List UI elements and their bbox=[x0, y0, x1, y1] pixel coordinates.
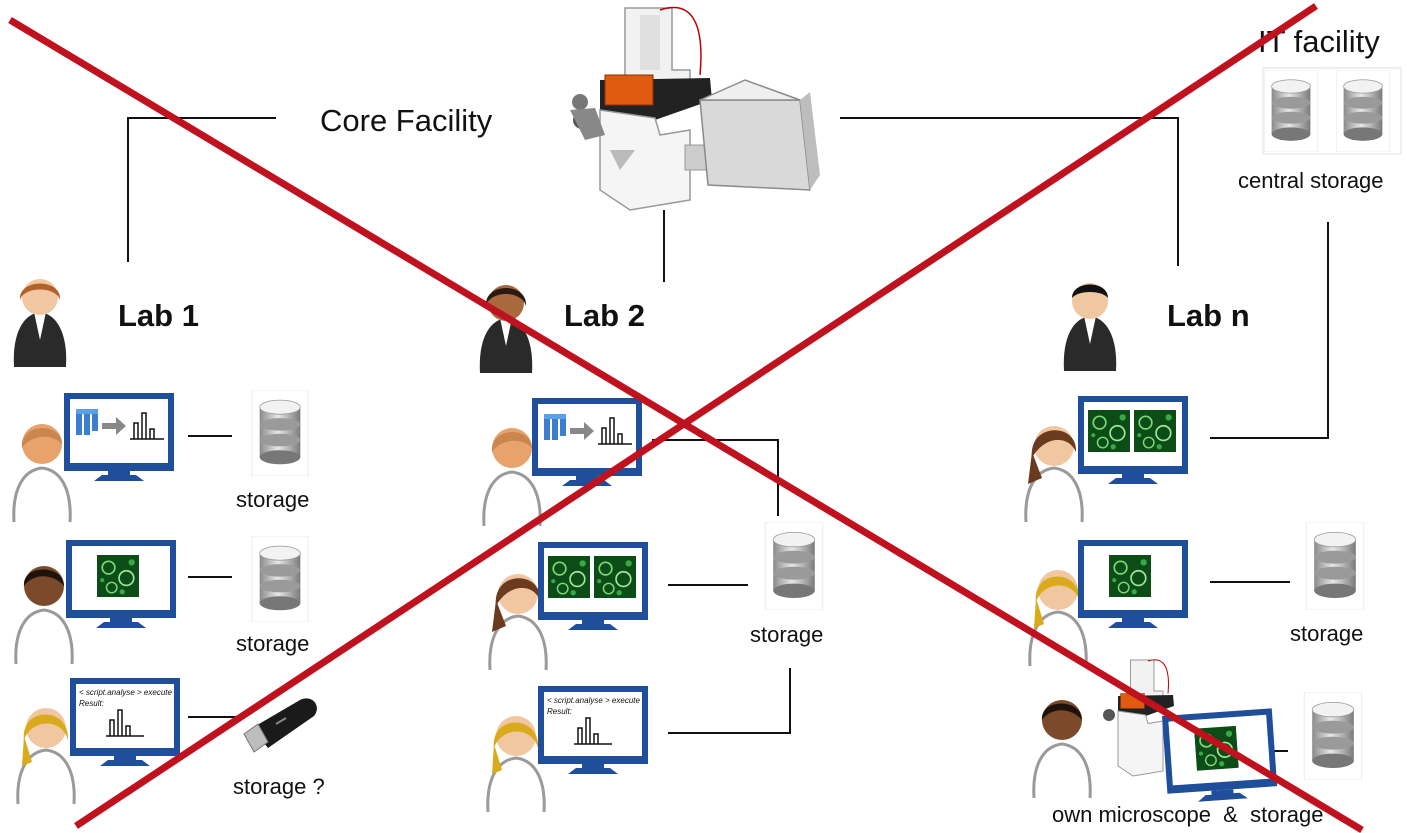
lab1-monitor2 bbox=[66, 540, 176, 628]
labn-storage-label: storage bbox=[1290, 621, 1363, 646]
lab2-storage-icon bbox=[764, 522, 824, 610]
lab1-user1-avatar bbox=[12, 424, 72, 523]
cell-image-icon bbox=[97, 554, 139, 598]
cell-image-icon bbox=[1109, 554, 1151, 598]
line-lab2-r3 bbox=[668, 668, 791, 734]
lab2-user1-avatar bbox=[482, 428, 542, 527]
line-core-lab1 bbox=[127, 117, 276, 262]
lab1-storage2-icon bbox=[251, 536, 309, 622]
labn-title: Lab n bbox=[1167, 298, 1250, 333]
lab2-monitor2 bbox=[538, 542, 648, 630]
lab1-user2-avatar bbox=[14, 566, 74, 665]
core-facility-label: Core Facility bbox=[320, 103, 493, 138]
lab2-title: Lab 2 bbox=[564, 298, 645, 333]
own-microscope-illustration bbox=[1103, 659, 1174, 777]
labn-storage-icon bbox=[1305, 522, 1365, 610]
line-central-storage-labn bbox=[1210, 222, 1329, 439]
lab1-storage3-label: storage ? bbox=[233, 774, 325, 799]
cross-line-2 bbox=[74, 3, 1318, 829]
bar-chart-icon bbox=[130, 412, 164, 440]
labn-monitor1 bbox=[1078, 396, 1188, 484]
script-line: < script.analyse > execute bbox=[547, 696, 640, 705]
lab1-storage1-icon bbox=[251, 390, 309, 476]
cell-image-icon bbox=[548, 555, 590, 599]
crossed-out-mark bbox=[8, 3, 1364, 833]
script-result: Result: bbox=[79, 699, 104, 708]
lab2-user3-avatar bbox=[486, 716, 546, 813]
lab2-monitor1 bbox=[532, 398, 642, 486]
lab1-title: Lab 1 bbox=[118, 298, 199, 333]
core-microscope-illustration bbox=[570, 6, 820, 211]
line-core-labn bbox=[840, 117, 1179, 266]
labn-user1-avatar bbox=[1024, 426, 1084, 523]
lab2-monitor3: < script.analyse > execute Result: bbox=[538, 686, 648, 774]
cell-image-icon bbox=[1088, 409, 1130, 453]
labn-monitor2 bbox=[1078, 540, 1188, 628]
usb-drive-icon bbox=[243, 698, 317, 753]
central-storage-label: central storage bbox=[1238, 168, 1384, 193]
central-storage-icon bbox=[1262, 67, 1402, 155]
fiji-logo-icon bbox=[544, 414, 566, 440]
lab2-user2-avatar bbox=[488, 574, 548, 671]
line-lab2-r1 bbox=[652, 439, 779, 516]
own-microscope-label: own microscope & storage bbox=[1052, 802, 1323, 827]
lab1-head-avatar bbox=[13, 279, 67, 367]
lab2-storage-label: storage bbox=[750, 622, 823, 647]
bar-chart-icon bbox=[106, 709, 144, 737]
labn-own-storage-icon bbox=[1303, 692, 1363, 780]
labn-head-avatar bbox=[1063, 283, 1117, 371]
lab1-storage2-label: storage bbox=[236, 631, 309, 656]
lab1-storage1-label: storage bbox=[236, 487, 309, 512]
bar-chart-icon bbox=[598, 417, 632, 445]
fiji-logo-icon bbox=[76, 409, 98, 435]
lab1-monitor1 bbox=[64, 393, 174, 481]
lab1-user3-avatar bbox=[16, 708, 76, 805]
labn-user2-avatar bbox=[1028, 570, 1088, 667]
bar-chart-icon bbox=[574, 717, 612, 745]
script-line: < script.analyse > execute bbox=[79, 688, 172, 697]
lab1-monitor3: < script.analyse > execute Result: bbox=[70, 678, 180, 766]
script-result: Result: bbox=[547, 707, 572, 716]
cell-image-icon bbox=[594, 555, 636, 599]
labn-user3-avatar bbox=[1032, 700, 1092, 799]
cell-image-icon bbox=[1134, 409, 1176, 453]
